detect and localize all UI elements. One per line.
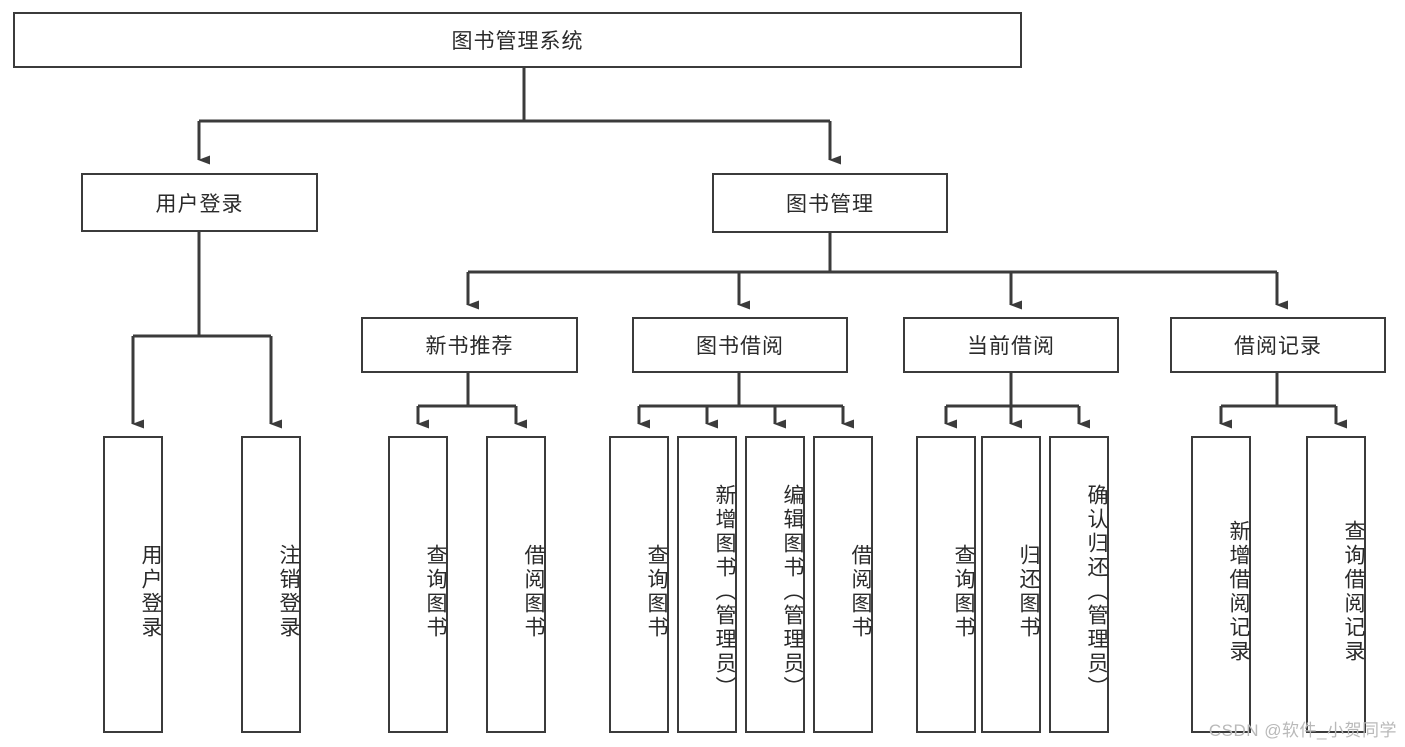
node-new-book-recommend[interactable]: 新书推荐 [361,317,578,373]
node-label: 编辑图书（管理员） [781,483,804,700]
node-label: 注销登录 [277,543,300,640]
node-leaf-query-book-recommend[interactable]: 查询图书 [388,436,448,733]
node-label: 借阅图书 [849,543,872,640]
node-label: 新书推荐 [425,335,514,358]
node-label: 用户登录 [155,192,244,216]
node-label: 新增图书（管理员） [713,483,736,700]
node-label: 借阅图书 [522,543,545,640]
node-leaf-add-borrow-record[interactable]: 新增借阅记录 [1191,436,1251,733]
node-label: 借阅记录 [1234,335,1322,358]
node-leaf-user-login[interactable]: 用户登录 [103,436,163,733]
node-label: 查询图书 [952,543,975,640]
node-label: 当前借阅 [967,335,1055,358]
node-leaf-query-book-current[interactable]: 查询图书 [916,436,976,733]
node-label: 查询借阅记录 [1342,519,1365,664]
node-label: 查询图书 [424,543,447,640]
node-label: 图书管理 [786,193,874,216]
node-root-book-management-system[interactable]: 图书管理系统 [13,12,1022,68]
node-book-management[interactable]: 图书管理 [712,173,948,233]
node-leaf-confirm-return-admin[interactable]: 确认归还（管理员） [1049,436,1109,733]
node-borrow-record[interactable]: 借阅记录 [1170,317,1386,373]
node-user-login[interactable]: 用户登录 [81,173,318,232]
node-leaf-add-book-admin[interactable]: 新增图书（管理员） [677,436,737,733]
node-label: 用户登录 [139,543,162,640]
node-label: 查询图书 [645,543,668,640]
node-leaf-borrow-book-recommend[interactable]: 借阅图书 [486,436,546,733]
node-leaf-edit-book-admin[interactable]: 编辑图书（管理员） [745,436,805,733]
node-label: 归还图书 [1017,543,1040,640]
node-label: 新增借阅记录 [1227,519,1250,664]
node-leaf-query-borrow-record[interactable]: 查询借阅记录 [1306,436,1366,733]
node-book-borrow[interactable]: 图书借阅 [632,317,848,373]
node-label: 图书管理系统 [451,30,584,53]
node-leaf-borrow-book-borrow[interactable]: 借阅图书 [813,436,873,733]
node-current-borrow[interactable]: 当前借阅 [903,317,1119,373]
node-label: 确认归还（管理员） [1085,483,1108,700]
watermark-text: CSDN @软件_小贺同学 [1208,721,1397,740]
node-leaf-query-book-borrow[interactable]: 查询图书 [609,436,669,733]
node-leaf-return-book[interactable]: 归还图书 [981,436,1041,733]
node-label: 图书借阅 [696,335,784,358]
node-leaf-user-logout[interactable]: 注销登录 [241,436,301,733]
